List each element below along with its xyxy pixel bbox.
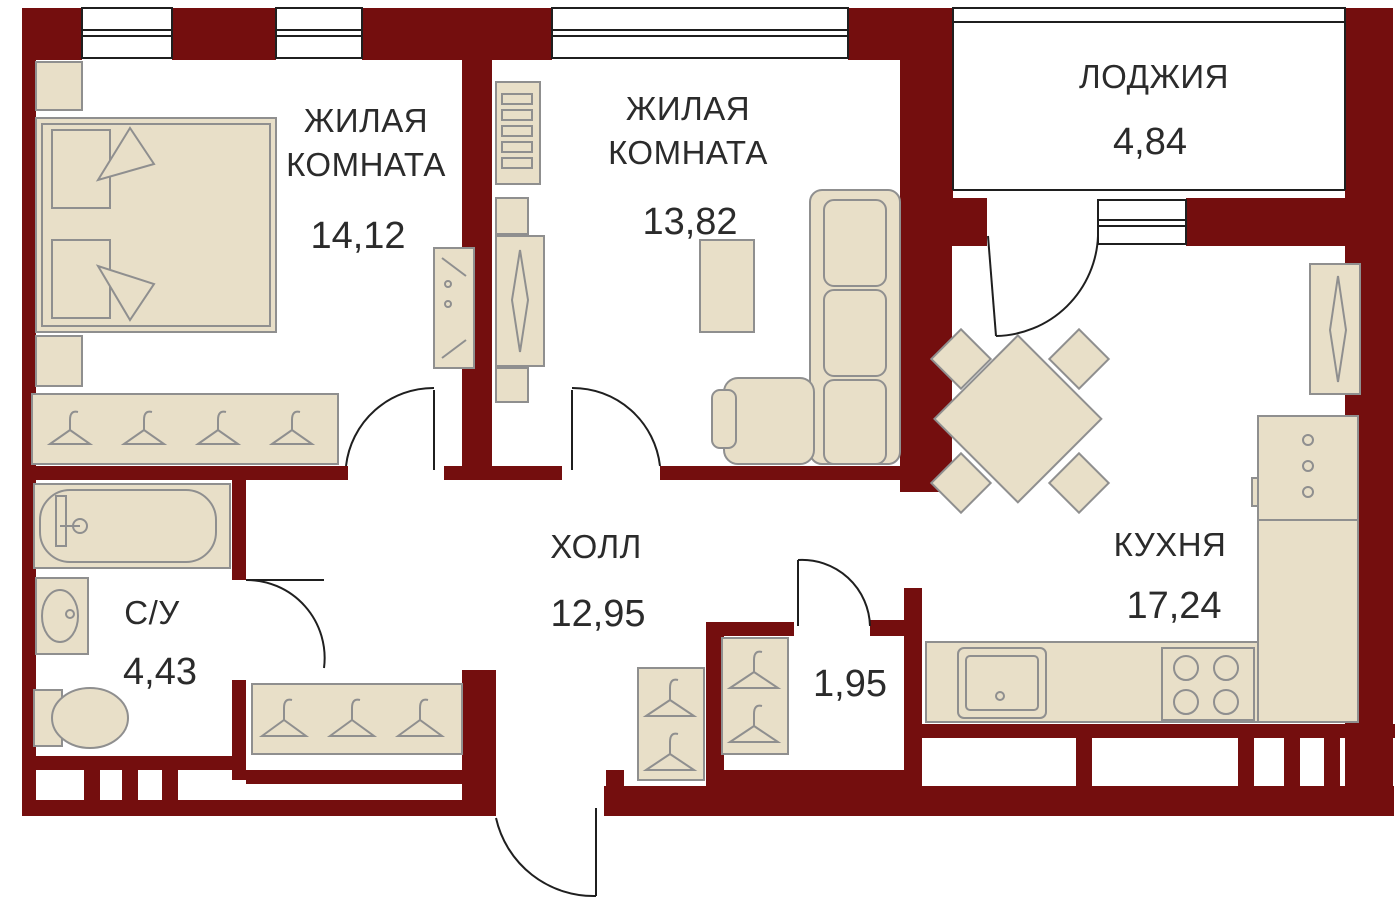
toilet-icon	[33, 687, 129, 749]
room-living2-area: 13,82	[642, 201, 737, 243]
room-living1-area: 14,12	[310, 215, 405, 257]
room-living2-name-2: КОМНАТА	[608, 134, 768, 171]
kitchen-tv-icon	[1309, 263, 1361, 395]
room-hall-name: ХОЛЛ	[550, 528, 642, 565]
windows	[81, 7, 1346, 245]
room-kitchen-name: КУХНЯ	[1114, 526, 1227, 563]
coffee-table-icon	[699, 239, 755, 333]
room-kitchen-area: 17,24	[1126, 585, 1221, 627]
room-loggia-name: ЛОДЖИЯ	[1079, 58, 1229, 95]
room-labels: ЖИЛАЯ КОМНАТА 14,12 ЖИЛАЯ КОМНАТА 13,82 …	[123, 58, 1229, 705]
tv-icon	[433, 247, 475, 369]
bathtub-icon	[33, 483, 231, 569]
bed-icon	[35, 61, 277, 387]
room-bath-name: С/У	[124, 594, 180, 631]
washbasin-icon	[35, 577, 89, 655]
door-swing-icon	[245, 235, 1099, 898]
room-living1-name-2: КОМНАТА	[286, 146, 446, 183]
room-loggia-area: 4,84	[1113, 121, 1187, 163]
stove-icon	[1161, 647, 1255, 721]
sink-icon	[957, 647, 1047, 719]
sofa-icon	[711, 189, 901, 465]
fridge-icon	[1251, 415, 1359, 521]
wardrobe-hanger-icon	[31, 393, 339, 465]
shelf-icon	[495, 81, 545, 403]
hall-wardrobe-hanger-icon	[251, 683, 463, 755]
room-hall-area: 12,95	[550, 593, 645, 635]
room-closet-area: 1,95	[813, 663, 887, 705]
dining-table-icon	[929, 327, 1111, 515]
walls	[22, 8, 1395, 816]
room-bath-area: 4,43	[123, 651, 197, 693]
closet-hanger-icon	[637, 637, 789, 781]
room-living1-name-1: ЖИЛАЯ	[304, 102, 428, 139]
room-living2-name-1: ЖИЛАЯ	[626, 90, 750, 127]
